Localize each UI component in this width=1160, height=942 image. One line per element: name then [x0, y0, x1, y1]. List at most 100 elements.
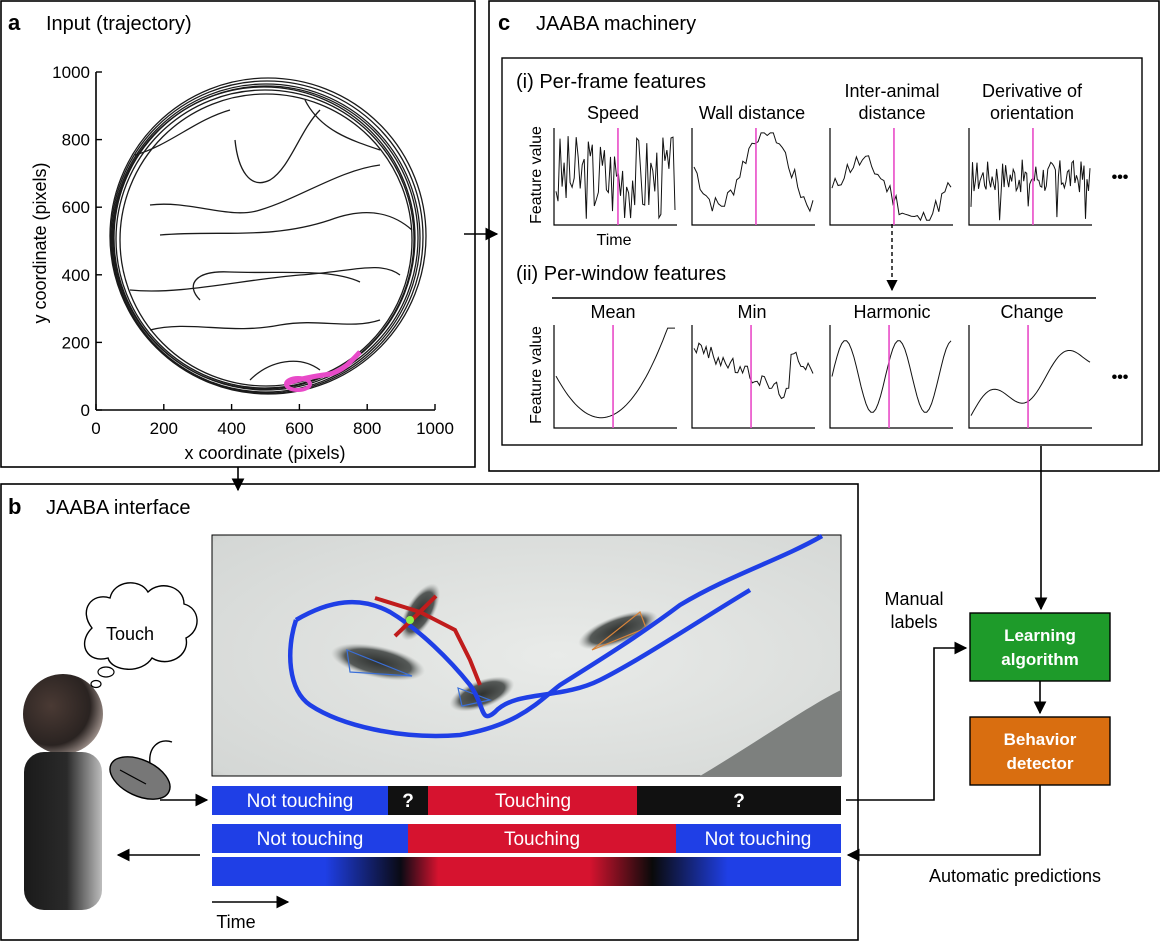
machinery-box: [501, 57, 1143, 446]
perframe-title-line: Wall distance: [699, 103, 805, 123]
label-segment[interactable]: [428, 786, 637, 815]
label-segment-text: Touching: [495, 791, 571, 812]
flow: Learning algorithm Behavior detector Man…: [846, 446, 1111, 886]
perframe-title-speed: Speed: [587, 103, 639, 123]
x-tick-label: 1000: [416, 419, 454, 438]
perframe-axes: [553, 128, 677, 226]
perframe-title: (i) Per-frame features: [516, 71, 706, 93]
panel-a-title: Input (trajectory): [46, 13, 192, 35]
perframe-trace: [970, 159, 1091, 221]
label-segment-text: Not touching: [247, 791, 354, 812]
manual-labels-line: labels: [890, 612, 937, 632]
x-tick-label: 600: [285, 419, 313, 438]
x-tick-label: 0: [91, 419, 100, 438]
perwindow-axes: [691, 325, 815, 429]
perframe-axes: [829, 128, 953, 226]
perframe-xlabel: Time: [597, 232, 632, 249]
prediction-segment-text: Not touching: [705, 829, 812, 850]
panel-c-letter: c: [498, 10, 510, 35]
arrow-detector-to-predictions: [846, 785, 1041, 862]
label-segment[interactable]: [388, 786, 428, 815]
perwindow-title-harmonic: Harmonic: [853, 302, 930, 322]
prediction-segment: [408, 824, 676, 853]
thought-text: Touch: [106, 624, 154, 644]
perframe-title-interanimal: Inter-animal distance: [844, 81, 939, 123]
perframe-title-line: distance: [858, 103, 925, 123]
y-axis-label: y coordinate (pixels): [30, 162, 50, 323]
y-tick-label: 200: [62, 333, 90, 352]
panel-b-letter: b: [8, 494, 21, 519]
panel-c: c JAABA machinery (i) Per-frame features…: [488, 0, 1160, 472]
perwindow-ylabel: Feature value: [528, 326, 545, 424]
perwindow-axes: [553, 325, 677, 429]
perframe-ellipsis: •••: [1112, 169, 1129, 186]
y-tick-label: 1000: [52, 63, 90, 82]
panel-b-frame: [0, 483, 859, 941]
perframe-trace: [831, 155, 952, 222]
y-tick-label: 0: [81, 401, 90, 420]
confidence-bar: [212, 857, 841, 886]
x-tick-label: 200: [150, 419, 178, 438]
perframe-axes: [691, 128, 815, 226]
trajectory: [109, 77, 427, 395]
prediction-segment-text: Not touching: [257, 829, 364, 850]
panel-a: a Input (trajectory) 0 200 400 600 800 1000 0…: [0, 0, 476, 468]
perframe-axes: [968, 128, 1092, 226]
perwindow-title: (ii) Per-window features: [516, 263, 726, 285]
x-axis-label: x coordinate (pixels): [184, 443, 345, 463]
y-ticks: 0 200 400 600 800 1000: [52, 63, 102, 420]
y-tick-label: 600: [62, 198, 90, 217]
label-segment-text: ?: [402, 791, 414, 812]
y-tick-label: 400: [62, 266, 90, 285]
perframe-title-wall: Wall distance: [699, 103, 805, 123]
prediction-row: Not touching Touching Not touching: [212, 824, 841, 853]
manual-labels-line: Manual: [884, 589, 943, 609]
panel-b: b JAABA interface Not touching ?: [0, 483, 859, 941]
y-tick-label: 800: [62, 131, 90, 150]
detector-line: Behavior: [1004, 730, 1077, 749]
prediction-segment-text: Touching: [504, 829, 580, 850]
perwindow-axes: [829, 325, 953, 429]
perwindow-trace: [693, 342, 814, 400]
x-tick-label: 400: [217, 419, 245, 438]
perframe-title-line: orientation: [990, 103, 1074, 123]
behavior-detector-box: [969, 716, 1111, 786]
perframe-trace: [555, 136, 676, 220]
automatic-predictions-label: Automatic predictions: [929, 866, 1101, 886]
perframe-title-orientation: Derivative of orientation: [982, 81, 1083, 123]
perwindow-plots: [553, 325, 1092, 429]
learning-line: algorithm: [1001, 650, 1078, 669]
panel-b-title: JAABA interface: [46, 497, 191, 519]
perframe-plots: [553, 128, 1092, 226]
label-segment[interactable]: [212, 786, 388, 815]
label-segment[interactable]: [637, 786, 841, 815]
perwindow-ellipsis: •••: [1112, 369, 1129, 386]
thought-cloud: Touch: [83, 582, 198, 689]
perframe-title-line: Inter-animal: [844, 81, 939, 101]
perframe-ylabel: Feature value: [528, 126, 545, 224]
perwindow-trace: [970, 350, 1091, 416]
perframe-title-line: Derivative of: [982, 81, 1083, 101]
mouse-icon: [109, 740, 173, 800]
perframe-title-line: Speed: [587, 103, 639, 123]
panel-c-title: JAABA machinery: [536, 13, 696, 35]
x-ticks: 0 200 400 600 800 1000: [91, 404, 454, 438]
label-segment-text: ?: [733, 791, 745, 812]
x-tick-label: 800: [353, 419, 381, 438]
video-frame: [211, 534, 842, 777]
person: [23, 674, 103, 910]
highlight-loop: [284, 376, 312, 392]
time-label: Time: [216, 912, 255, 932]
panel-a-letter: a: [8, 10, 21, 35]
perwindow-trace: [555, 327, 675, 419]
manual-label-row[interactable]: Not touching ? Touching ?: [212, 786, 841, 815]
perwindow-title-min: Min: [737, 302, 766, 322]
prediction-segment: [212, 824, 408, 853]
arrow-labels-to-learning: [846, 641, 968, 801]
detector-line: detector: [1006, 754, 1073, 773]
learning-algorithm-box: [969, 612, 1111, 682]
perwindow-axes: [968, 325, 1092, 429]
perwindow-title-mean: Mean: [590, 302, 635, 322]
perwindow-title-change: Change: [1000, 302, 1063, 322]
